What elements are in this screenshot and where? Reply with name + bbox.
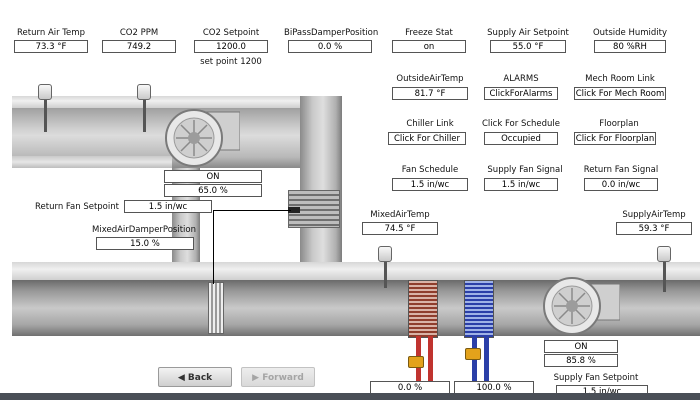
supply-air-setpoint-value[interactable]: 55.0 °F	[490, 40, 566, 53]
outside-air-temp-value: 81.7 °F	[392, 87, 468, 100]
mixed-air-sensor-stem	[384, 262, 387, 288]
schedule-label: Click For Schedule	[482, 119, 560, 129]
mixed-air-sensor-icon	[378, 246, 392, 262]
chw-pipe-right	[484, 336, 489, 394]
return-duct-top-band	[12, 96, 342, 108]
return-fan-signal-label: Return Fan Signal	[583, 165, 659, 175]
back-arrow-icon: ◀	[177, 373, 185, 383]
damper-frame	[288, 190, 340, 228]
supply-fan-signal-label: Supply Fan Signal	[487, 165, 563, 175]
fan-schedule-label: Fan Schedule	[401, 165, 459, 175]
alarms-link[interactable]: ClickForAlarms	[484, 87, 558, 100]
ahu-top-band	[12, 262, 700, 280]
co2-ppm-value: 749.2	[102, 40, 176, 53]
chw-pipe-left	[472, 336, 477, 394]
co2-sensor-icon	[137, 84, 151, 100]
floorplan-label: Floorplan	[599, 119, 639, 129]
supply-air-temp-label: SupplyAirTemp	[622, 210, 686, 220]
mech-room-link[interactable]: Click For Mech Room	[574, 87, 666, 100]
heating-coil	[408, 280, 438, 338]
supply-air-sensor-stem	[663, 262, 666, 292]
freeze-stat-value: on	[392, 40, 466, 53]
outside-humidity-value: 80 %RH	[594, 40, 666, 53]
damper-indicator	[288, 207, 300, 213]
co2-setpoint-label: CO2 Setpoint	[202, 28, 260, 38]
chiller-link-label: Chiller Link	[406, 119, 454, 129]
return-fan-setpoint-value[interactable]: 1.5 in/wc	[124, 200, 212, 213]
return-fan-setpoint-label: Return Fan Setpoint	[35, 202, 119, 212]
alarms-label: ALARMS	[503, 74, 539, 84]
mixed-air-damper-value: 15.0 %	[96, 237, 194, 250]
heating-valve[interactable]	[408, 356, 424, 368]
forward-button[interactable]: ▶ Forward	[241, 367, 315, 387]
return-air-temp-label: Return Air Temp	[17, 28, 85, 38]
outside-humidity-label: Outside Humidity	[592, 28, 668, 38]
filter	[208, 282, 224, 334]
co2-setpoint-note: set point 1200	[200, 57, 262, 67]
return-fan-speed: 65.0 %	[164, 184, 262, 197]
supply-fan-signal-value: 1.5 in/wc	[484, 178, 558, 191]
supply-air-setpoint-label: Supply Air Setpoint	[487, 28, 569, 38]
mixed-air-temp-value: 74.5 °F	[362, 222, 438, 235]
freeze-stat-label: Freeze Stat	[405, 28, 453, 38]
supply-air-temp-value: 59.3 °F	[616, 222, 692, 235]
status-bar	[0, 393, 700, 400]
mixed-air-damper-label: MixedAirDamperPosition	[92, 225, 197, 235]
mech-room-link-label: Mech Room Link	[585, 74, 655, 84]
hw-pipe-right	[428, 336, 433, 394]
forward-label: Forward	[262, 373, 304, 383]
fan-schedule-value: 1.5 in/wc	[392, 178, 468, 191]
cooling-coil	[464, 280, 494, 338]
co2-sensor-stem	[143, 100, 146, 132]
forward-arrow-icon: ▶	[252, 373, 260, 383]
back-label: Back	[187, 373, 213, 383]
back-button[interactable]: ◀ Back	[158, 367, 232, 387]
supply-fan-speed: 85.8 %	[544, 354, 618, 367]
chiller-link[interactable]: Click For Chiller	[388, 132, 466, 145]
cooling-valve[interactable]	[465, 348, 481, 360]
return-fan-signal-value: 0.0 in/wc	[584, 178, 658, 191]
return-fan-icon[interactable]	[160, 106, 240, 170]
outside-air-temp-label: OutsideAirTemp	[396, 74, 464, 84]
bypass-damper-label: BiPassDamperPosition	[284, 28, 379, 38]
damper-linkage-vertical	[213, 210, 214, 284]
return-fan-status: ON	[164, 170, 262, 183]
mixed-air-temp-label: MixedAirTemp	[370, 210, 430, 220]
supply-air-sensor-icon	[657, 246, 671, 262]
co2-ppm-label: CO2 PPM	[119, 28, 159, 38]
return-temp-sensor-icon	[38, 84, 52, 100]
mixing-gap	[200, 168, 288, 262]
supply-fan-setpoint-label: Supply Fan Setpoint	[553, 373, 639, 383]
damper-linkage-horizontal	[213, 210, 291, 211]
return-duct-bottom-band	[12, 156, 172, 168]
schedule-link[interactable]: Occupied	[484, 132, 558, 145]
return-temp-sensor-stem	[44, 100, 47, 132]
floorplan-link[interactable]: Click For Floorplan	[574, 132, 656, 145]
riser-duct	[300, 96, 342, 276]
bypass-damper-value: 0.0 %	[288, 40, 372, 53]
supply-fan-icon[interactable]	[536, 274, 620, 338]
co2-setpoint-value[interactable]: 1200.0	[194, 40, 268, 53]
supply-fan-status: ON	[544, 340, 618, 353]
return-air-temp-value: 73.3 °F	[14, 40, 88, 53]
